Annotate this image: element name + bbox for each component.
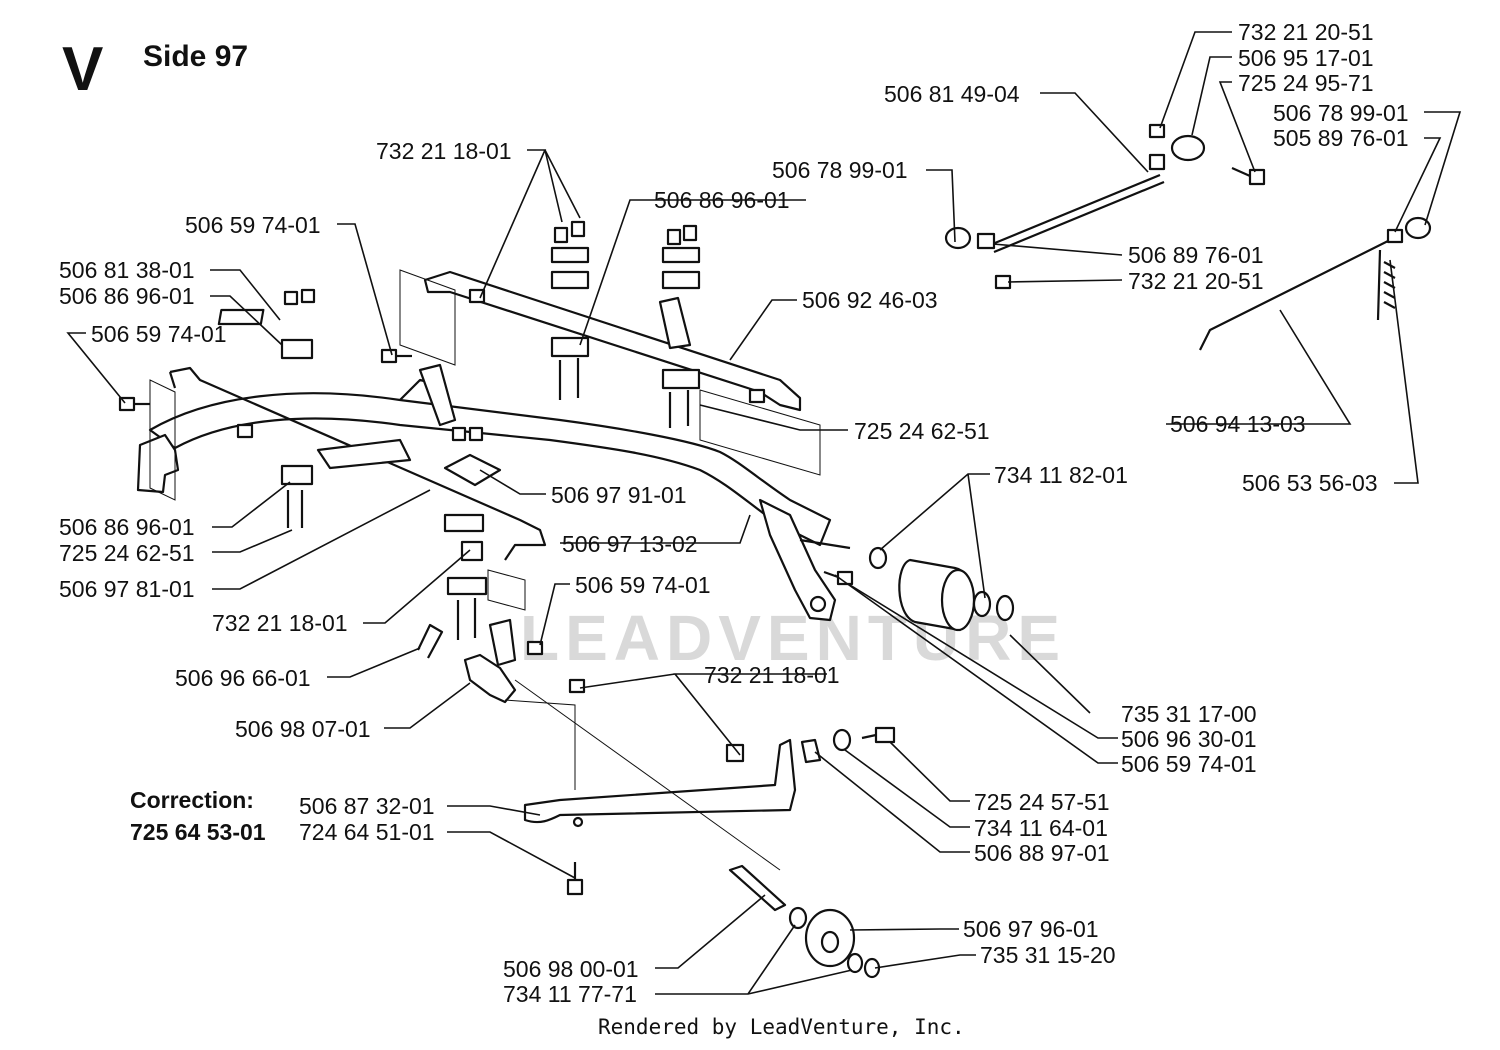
frame-beam (148, 392, 832, 547)
upper-rod-bracket (658, 296, 692, 350)
part-label: 506 59 74-01 (91, 321, 227, 347)
lower-rod (169, 366, 547, 561)
part-label: 506 97 13-02 (562, 531, 698, 557)
arm-hole (809, 595, 827, 613)
part-label: 506 81 38-01 (59, 257, 195, 283)
guide-box-2 (699, 389, 821, 476)
part-label: 732 21 18-01 (376, 138, 512, 164)
part-label: 506 81 49-04 (884, 81, 1020, 107)
frame-plate (418, 363, 457, 427)
footer-credit: Rendered by LeadVenture, Inc. (598, 1015, 965, 1039)
screw-head (566, 878, 584, 896)
skid-bar (523, 738, 797, 824)
part-label: 732 21 18-01 (212, 610, 348, 636)
guide-box-1 (399, 269, 456, 366)
bolts (118, 288, 854, 694)
part-label: 735 31 17-00 (1121, 701, 1257, 727)
part-label: 506 97 81-01 (59, 576, 195, 602)
part-label: 506 87 32-01 (299, 793, 435, 819)
part-label: 724 64 51-01 (299, 819, 435, 845)
leader-lines (66, 31, 1462, 995)
left-bracket (136, 433, 180, 494)
clip-spring (417, 623, 444, 659)
part-label: 506 59 74-01 (575, 572, 711, 598)
spring (1376, 249, 1396, 321)
part-label: 506 86 96-01 (59, 514, 195, 540)
guide-line-1 (504, 699, 576, 790)
spacer-nut (725, 743, 745, 763)
skid-hole (572, 816, 584, 828)
part-label: 734 11 82-01 (994, 462, 1128, 488)
part-label: 506 96 66-01 (175, 665, 311, 691)
part-label: 732 21 20-51 (1128, 268, 1264, 294)
axle-stub (799, 538, 851, 550)
section-letter: V (62, 35, 103, 104)
guide-box-4 (149, 379, 176, 501)
spacer-sleeve (800, 738, 822, 764)
part-label: 506 92 46-03 (802, 287, 938, 313)
part-label: 506 59 74-01 (1121, 751, 1257, 777)
exploded-drawing (118, 123, 1432, 979)
part-label: 732 21 20-51 (1238, 19, 1374, 45)
part-label: 506 78 99-01 (1273, 100, 1409, 126)
clamp-center (550, 220, 590, 400)
part-labels: 506 81 49-04 732 21 20-51 506 95 17-01 7… (59, 19, 1409, 1007)
part-label: 506 97 96-01 (963, 916, 1099, 942)
bolt-head (874, 726, 896, 744)
part-label: 506 95 17-01 (1238, 45, 1374, 71)
correction-label: Correction: (130, 787, 254, 813)
part-label: 506 59 74-01 (185, 212, 321, 238)
part-label: 506 98 07-01 (235, 716, 371, 742)
part-label: 506 88 97-01 (974, 840, 1110, 866)
guide-line-2 (514, 679, 781, 871)
part-label: 506 86 96-01 (59, 283, 195, 309)
right-arm (758, 498, 837, 622)
part-label: 506 96 30-01 (1121, 726, 1257, 752)
control-rod (1199, 216, 1432, 351)
part-label: 735 31 15-20 (980, 942, 1116, 968)
roller-wheel (728, 864, 881, 979)
part-label: 506 98 00-01 (503, 956, 639, 982)
part-label: 506 94 13-03 (1170, 411, 1306, 437)
clamp-left (217, 288, 316, 528)
lower-rod-end (168, 371, 177, 389)
bolt-shank (861, 733, 877, 740)
part-label: 725 24 62-51 (854, 418, 990, 444)
tie-rod (944, 123, 1266, 290)
part-label: 725 24 57-51 (974, 789, 1110, 815)
washer (832, 728, 852, 752)
part-label: 725 24 95-71 (1238, 70, 1374, 96)
part-label: 732 21 18-01 (704, 662, 840, 688)
side-wheel (868, 546, 1015, 632)
clamp-lower (443, 426, 502, 640)
part-label: 505 89 76-01 (1273, 125, 1409, 151)
upper-rod (423, 270, 802, 412)
part-label: 506 89 76-01 (1128, 242, 1264, 268)
clamp-right (661, 224, 701, 428)
support-bracket (463, 653, 517, 704)
part-label: 725 24 62-51 (59, 540, 195, 566)
part-label: 506 53 56-03 (1242, 470, 1378, 496)
part-label: 506 78 99-01 (772, 157, 908, 183)
part-label: 506 97 91-01 (551, 482, 687, 508)
part-label: 734 11 64-01 (974, 815, 1108, 841)
correction-part: 725 64 53-01 (130, 819, 266, 845)
page-label: Side 97 (143, 40, 248, 73)
guide-box-3 (487, 569, 526, 611)
rod-plate (316, 438, 412, 470)
part-label: 506 86 96-01 (654, 187, 790, 213)
part-label: 734 11 77-71 (503, 981, 637, 1007)
support-plate (488, 618, 517, 667)
